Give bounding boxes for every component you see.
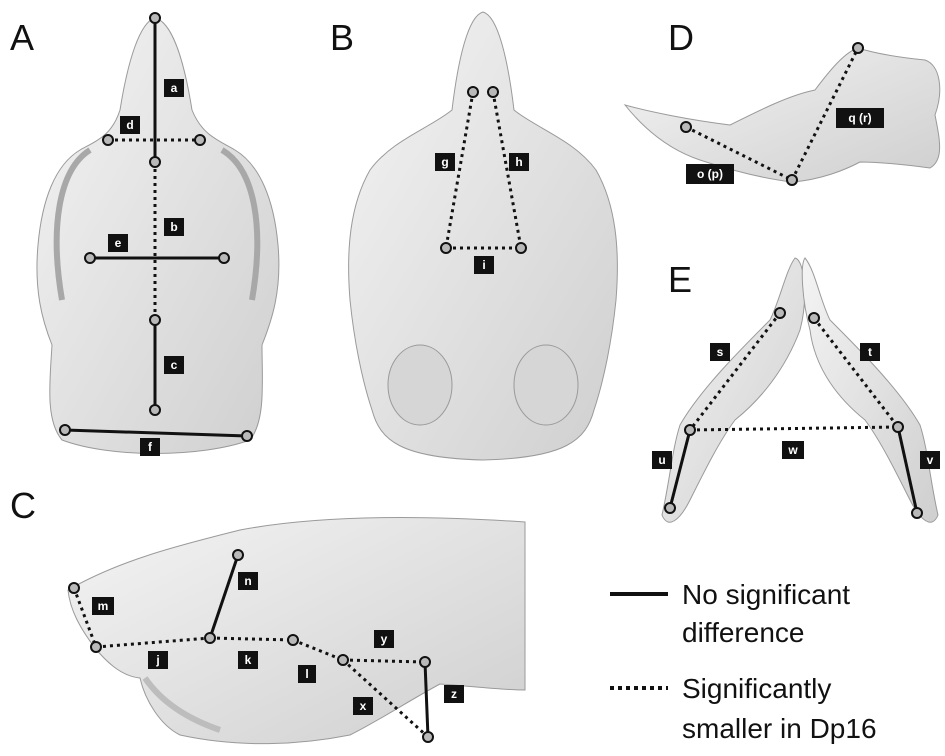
endpoint: [787, 175, 797, 185]
endpoint: [809, 313, 819, 323]
endpoint: [893, 422, 903, 432]
label-x: x: [353, 697, 373, 715]
svg-text:q (r): q (r): [848, 111, 871, 125]
legend-dotted-line2: smaller in Dp16: [682, 713, 877, 744]
endpoint: [242, 431, 252, 441]
svg-text:e: e: [115, 236, 122, 250]
panel-c: C m n j k l y x z: [10, 485, 525, 744]
legend: No significant difference Significantly …: [610, 579, 877, 744]
svg-text:y: y: [381, 632, 388, 646]
endpoint: [665, 503, 675, 513]
endpoint: [681, 122, 691, 132]
endpoint: [150, 405, 160, 415]
endpoint: [288, 635, 298, 645]
mandible-lateral-image: [625, 48, 940, 182]
endpoint: [338, 655, 348, 665]
skull-dorsal-image: [37, 18, 279, 454]
svg-text:a: a: [171, 81, 178, 95]
label-g: g: [435, 153, 455, 171]
svg-text:k: k: [245, 653, 252, 667]
endpoint: [233, 550, 243, 560]
svg-text:z: z: [451, 687, 457, 701]
label-n: n: [238, 572, 258, 590]
endpoint: [685, 425, 695, 435]
endpoint: [69, 583, 79, 593]
label-b: b: [164, 218, 184, 236]
label-e: e: [108, 234, 128, 252]
panel-e: E s t w u v: [652, 258, 940, 522]
label-k: k: [238, 651, 258, 669]
endpoint: [468, 87, 478, 97]
endpoint: [60, 425, 70, 435]
label-c: c: [164, 356, 184, 374]
endpoint: [516, 243, 526, 253]
label-o-p: o (p): [686, 164, 734, 184]
panel-e-letter: E: [668, 259, 692, 300]
endpoint: [150, 13, 160, 23]
panel-d-letter: D: [668, 17, 694, 58]
label-l: l: [298, 665, 316, 683]
svg-text:w: w: [787, 443, 798, 457]
endpoint: [912, 508, 922, 518]
svg-text:u: u: [658, 453, 665, 467]
endpoint: [150, 315, 160, 325]
endpoint: [103, 135, 113, 145]
skull-lateral-image: [68, 517, 525, 743]
svg-text:l: l: [305, 667, 308, 681]
endpoint: [219, 253, 229, 263]
endpoint: [205, 633, 215, 643]
svg-text:b: b: [170, 220, 177, 234]
endpoint: [91, 642, 101, 652]
svg-text:x: x: [360, 699, 367, 713]
panel-a-letter: A: [10, 17, 34, 58]
label-y: y: [374, 630, 394, 648]
label-q-r: q (r): [836, 108, 884, 128]
svg-text:s: s: [717, 345, 724, 359]
legend-solid-line1: No significant: [682, 579, 850, 610]
label-s: s: [710, 343, 730, 361]
endpoint: [85, 253, 95, 263]
svg-text:i: i: [482, 258, 485, 272]
label-a: a: [164, 79, 184, 97]
panel-b-letter: B: [330, 17, 354, 58]
label-i: i: [474, 256, 494, 274]
panel-d: D o (p) q (r): [625, 17, 940, 185]
endpoint: [423, 732, 433, 742]
bulla-right: [514, 345, 578, 425]
endpoint: [488, 87, 498, 97]
legend-dotted-line1: Significantly: [682, 673, 831, 704]
endpoint: [775, 308, 785, 318]
panel-a: A a b c d e f: [10, 13, 279, 456]
label-t: t: [860, 343, 880, 361]
panel-b: B g h i: [330, 12, 617, 460]
label-j: j: [148, 651, 168, 669]
legend-solid-line2: difference: [682, 617, 804, 648]
svg-text:m: m: [98, 599, 109, 613]
panel-c-letter: C: [10, 485, 36, 526]
label-v: v: [920, 451, 940, 469]
endpoint: [853, 43, 863, 53]
svg-text:d: d: [126, 118, 133, 132]
svg-text:o (p): o (p): [697, 167, 723, 181]
label-z: z: [444, 685, 464, 703]
svg-text:t: t: [868, 345, 872, 359]
svg-text:c: c: [171, 358, 178, 372]
label-w: w: [782, 441, 804, 459]
endpoint: [441, 243, 451, 253]
label-h: h: [509, 153, 529, 171]
label-u: u: [652, 451, 672, 469]
svg-text:v: v: [927, 453, 934, 467]
label-d: d: [120, 116, 140, 134]
label-m: m: [92, 597, 114, 615]
label-f: f: [140, 438, 160, 456]
svg-text:n: n: [244, 574, 251, 588]
endpoint: [150, 157, 160, 167]
bulla-left: [388, 345, 452, 425]
svg-text:g: g: [441, 155, 448, 169]
svg-text:h: h: [515, 155, 522, 169]
endpoint: [195, 135, 205, 145]
svg-text:j: j: [155, 653, 159, 667]
endpoint: [420, 657, 430, 667]
